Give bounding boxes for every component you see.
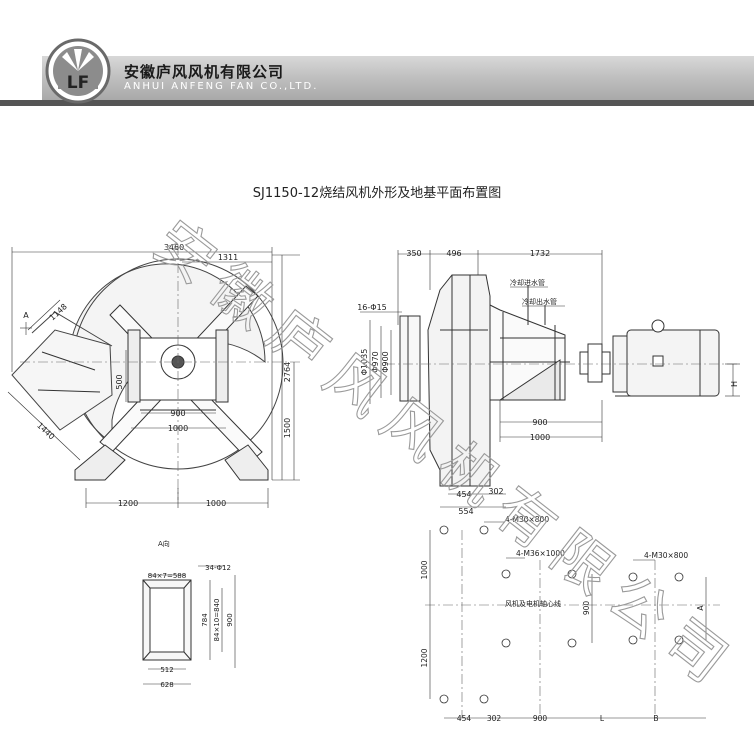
dim-holes-34: 34-Φ12 [205, 564, 231, 572]
dim-350: 350 [406, 249, 421, 258]
dim-side-454: 454 [456, 490, 471, 499]
header-band [42, 56, 754, 100]
view-arrow-a: A [23, 311, 29, 320]
dim-1000-bottom: 1000 [206, 499, 226, 508]
dim-512: 512 [160, 666, 173, 674]
dim-2764: 2764 [283, 362, 292, 382]
dim-d970: Φ970 [371, 351, 380, 373]
dim-holes-16: 16-Φ15 [357, 303, 387, 312]
dim-f-a: A [696, 605, 705, 611]
dim-1148: 1148 [48, 302, 69, 322]
side-view [360, 250, 740, 508]
bolt-spec-1: 4-M30×800 [505, 515, 549, 524]
dim-side-554: 554 [458, 507, 473, 516]
dim-f-454: 454 [457, 714, 472, 723]
header-divider [0, 100, 754, 106]
dim-500: 500 [115, 374, 124, 389]
dim-h: H [730, 381, 739, 387]
dim-f-900-v: 900 [582, 601, 591, 616]
dim-1200: 1200 [118, 499, 138, 508]
bolt-spec-3: 4-M30×800 [644, 551, 688, 560]
shaft-centerline-note: 风机及电机轴心线 [505, 599, 561, 608]
note-cooling-out: 冷却出水管 [522, 297, 557, 306]
dim-900: 900 [170, 409, 185, 418]
a-view [142, 565, 236, 685]
dim-496: 496 [446, 249, 461, 258]
dim-588: 84×7=588 [148, 572, 186, 580]
side-view-dimensions: 350 496 1732 16-Φ15 Φ1035 Φ970 Φ900 900 … [357, 249, 739, 516]
bolt-spec-2: 4-M36×1000 [516, 549, 565, 558]
dim-3460: 3460 [164, 243, 184, 252]
foundation-dimensions: 4-M30×800 4-M36×1000 4-M30×800 风机及电机轴心线 … [420, 515, 705, 723]
dim-d900: Φ900 [381, 351, 390, 373]
dim-1500: 1500 [283, 418, 292, 438]
dim-side-302: 302 [488, 487, 503, 496]
dim-f-1200: 1200 [420, 648, 429, 667]
dim-side-1000: 1000 [530, 433, 550, 442]
dim-1732: 1732 [530, 249, 550, 258]
drawing-title: SJ1150-12烧结风机外形及地基平面布置图 [252, 186, 502, 201]
company-name-en: ANHUI ANFENG FAN CO.,LTD. [124, 81, 319, 92]
a-view-dimensions: A向 34-Φ12 84×7=588 784 84×10=840 900 512… [148, 539, 234, 689]
dim-1311: 1311 [218, 253, 238, 262]
company-name-cn: 安徽庐风风机有限公司 [124, 63, 285, 81]
dim-f-900: 900 [533, 714, 548, 723]
dim-d1035: Φ1035 [360, 349, 369, 376]
dim-f-b: B [653, 714, 658, 723]
dim-f-302: 302 [487, 714, 502, 723]
company-logo-icon: LF [45, 38, 111, 104]
a-view-title: A向 [158, 539, 170, 548]
dim-a-900: 900 [226, 613, 234, 626]
note-cooling-in: 冷却进水管 [510, 278, 545, 287]
dim-1440: 1440 [35, 421, 56, 441]
dim-f-1000: 1000 [420, 560, 429, 579]
dim-f-l: L [600, 714, 605, 723]
foundation-plan [425, 521, 720, 719]
dim-840: 84×10=840 [213, 599, 221, 642]
dim-1000: 1000 [168, 424, 188, 433]
dim-side-900: 900 [532, 418, 547, 427]
dim-784: 784 [201, 613, 209, 627]
dim-628: 628 [160, 681, 173, 689]
front-view [7, 245, 300, 508]
logo-letters: LF [67, 73, 89, 93]
